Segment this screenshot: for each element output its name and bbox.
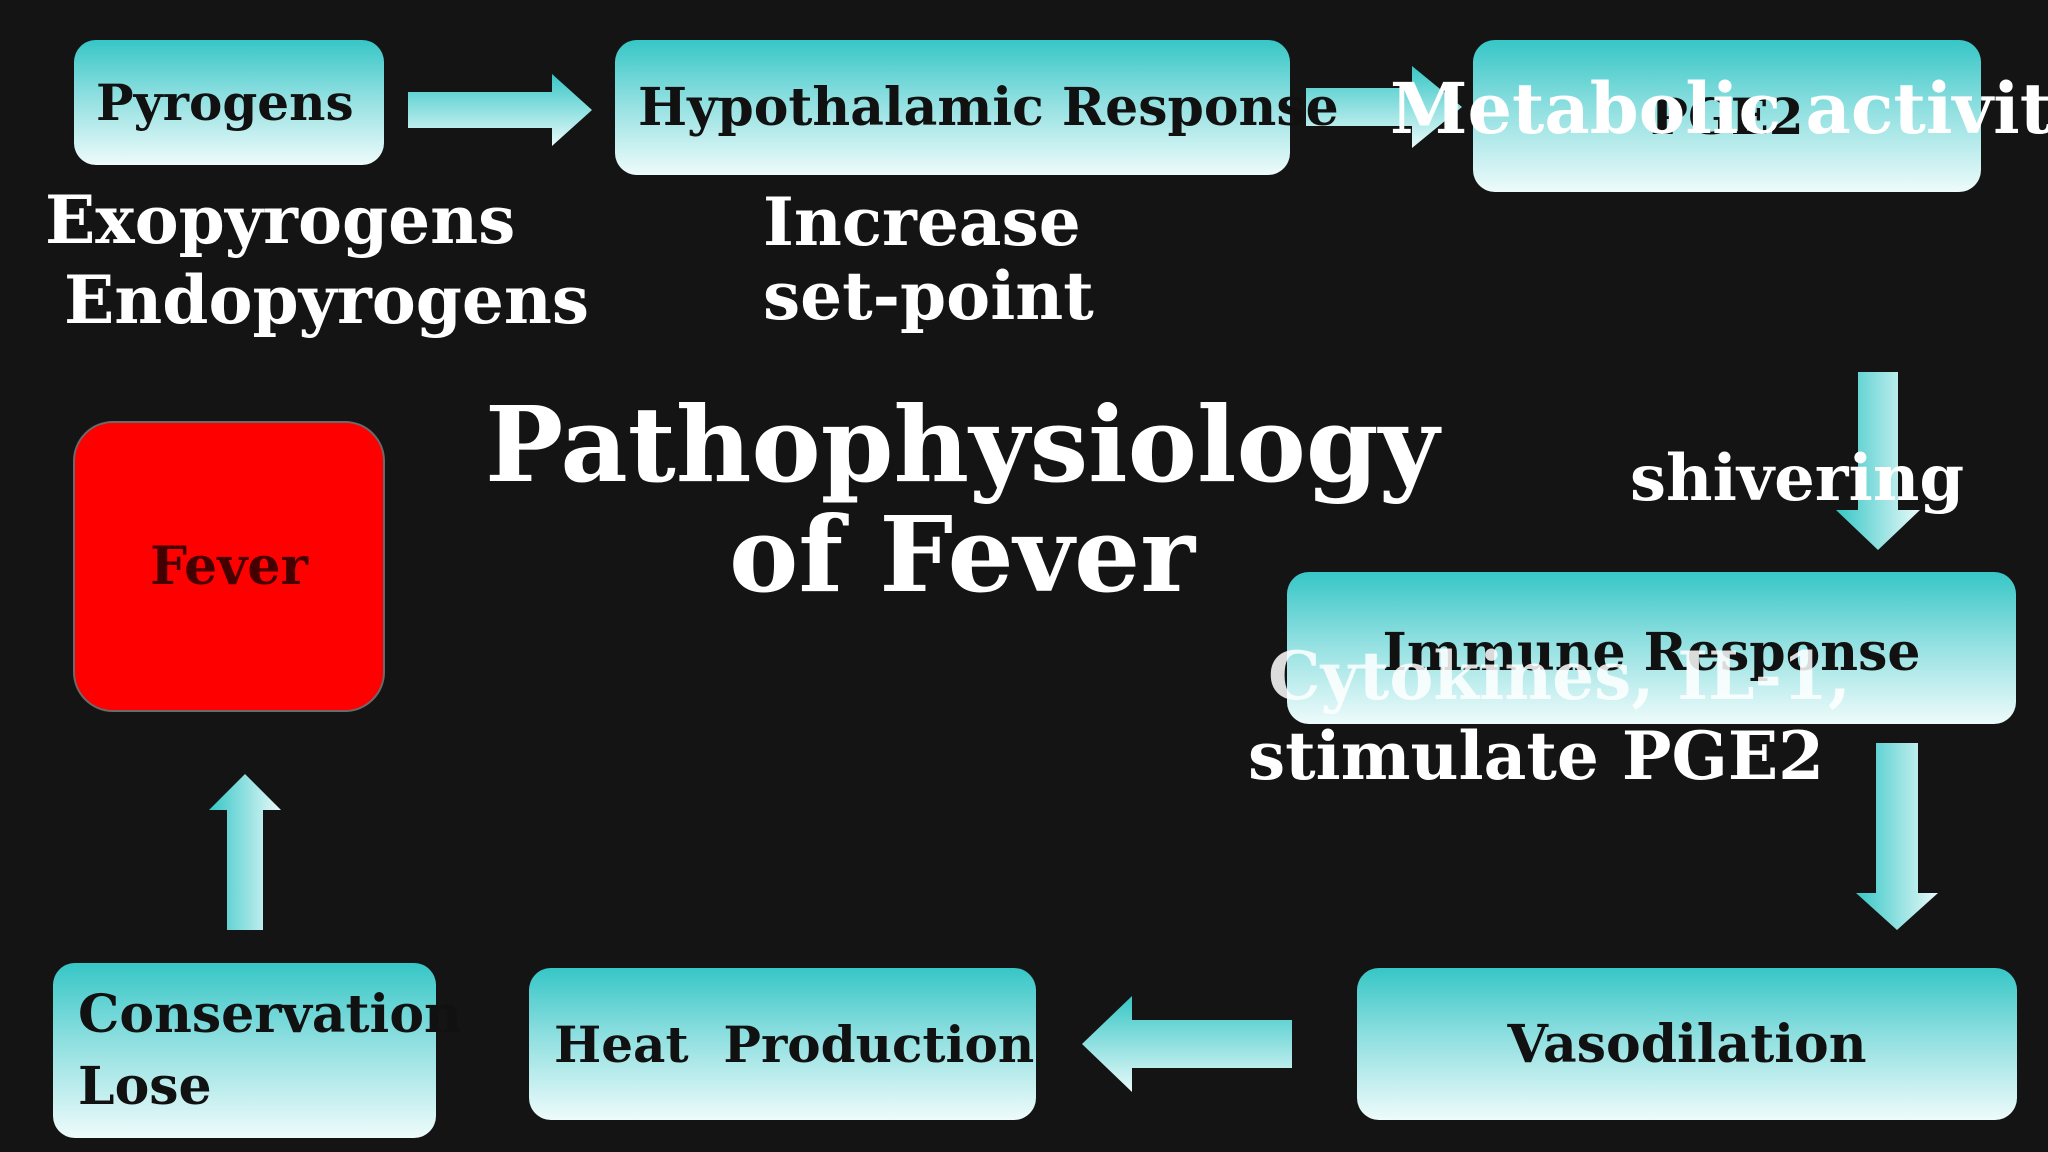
conservation-lose-box: Conservation Lose [53, 963, 462, 1138]
shivering-text: shivering [1630, 441, 1965, 516]
immune-response-label: Immune Response [1382, 622, 1921, 683]
pge2-box: PGE2 [1473, 40, 1981, 192]
exopyrogens-text: Exopyrogens [45, 181, 516, 259]
immune-response-box: Immune Response [1287, 572, 2016, 724]
arrow-left-1 [1082, 996, 1292, 1092]
arrow-right-1 [408, 74, 592, 146]
title: Pathophysiology of Fever [484, 383, 1440, 617]
heat-production-label: Heat Production [554, 1014, 1035, 1074]
hypothalamic-response-box: Hypothalamic Response [615, 40, 1339, 175]
fever-box: Fever [73, 421, 385, 712]
pge2-label: PGE2 [1650, 86, 1804, 146]
cytokines-text: Cytokines, IL-1, [1268, 637, 1851, 715]
arrow-right-2 [1306, 66, 1462, 148]
pyrogens-label: Pyrogens [96, 73, 354, 132]
metabolic-activity-text: Metabolic activity [1390, 67, 2048, 150]
arrow-down-1 [1836, 372, 1920, 550]
set-point-text: set-point [763, 257, 1094, 335]
fever-label: Fever [150, 536, 308, 597]
stimulate-pge2-text: stimulate PGE2 [1248, 717, 1825, 795]
hypothalamic-response-label: Hypothalamic Response [638, 77, 1339, 138]
vasodilation-label: Vasodilation [1507, 1013, 1867, 1075]
vasodilation-box: Vasodilation [1357, 968, 2017, 1120]
increase-text: Increase [763, 183, 1081, 261]
endopyrogens-text: Endopyrogens [64, 261, 590, 339]
arrow-up-1 [209, 774, 281, 930]
lose-label: Lose [78, 1055, 212, 1117]
conservation-label: Conservation [78, 983, 462, 1045]
pyrogens-box: Pyrogens [74, 40, 384, 165]
heat-production-box: Heat Production [529, 968, 1036, 1120]
arrow-down-2 [1856, 743, 1938, 930]
